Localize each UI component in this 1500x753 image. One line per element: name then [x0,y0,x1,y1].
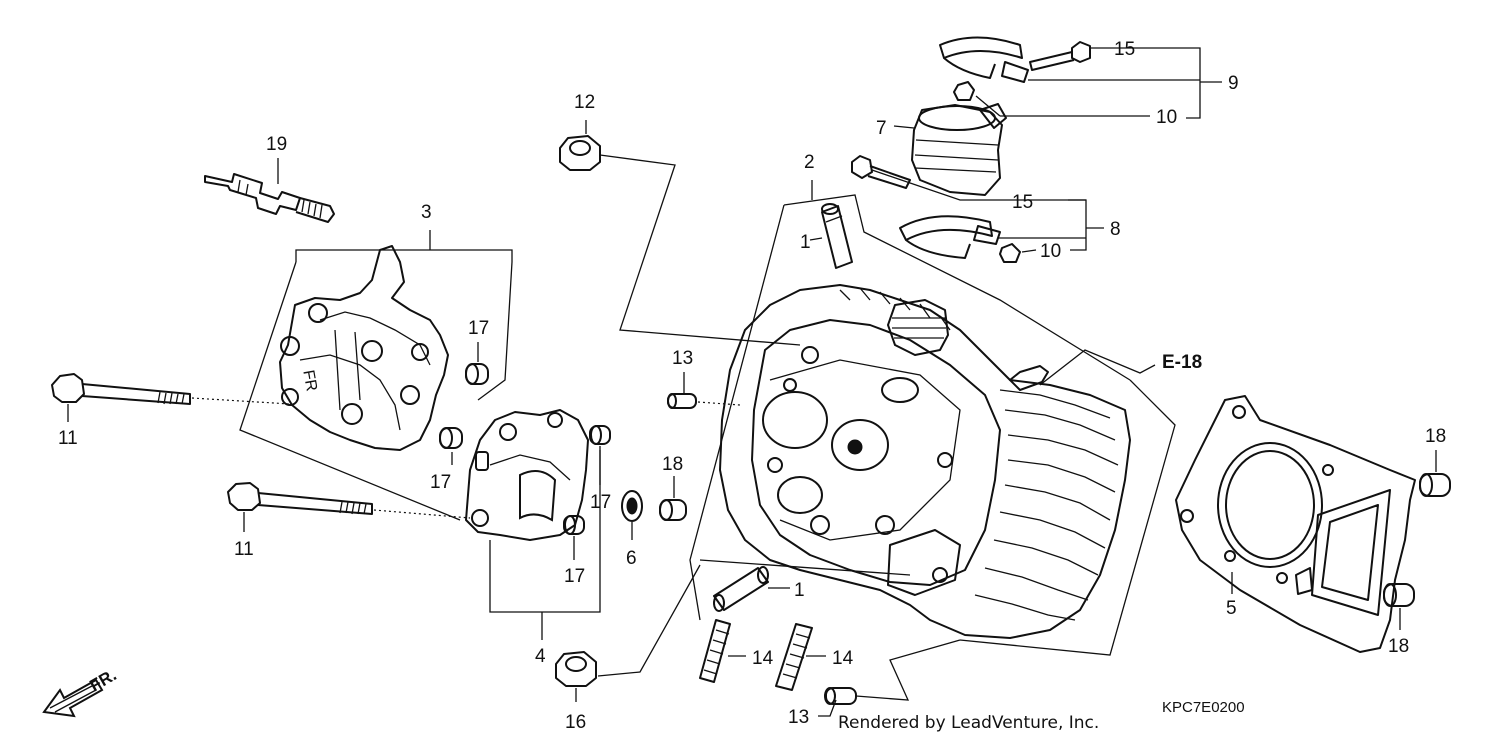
callout-18-right-upper[interactable]: 18 [1425,426,1446,447]
dowel-pin-17b[interactable] [439,427,463,449]
callout-9[interactable]: 9 [1228,73,1239,94]
callout-13-lower[interactable]: 13 [788,707,809,728]
callout-5[interactable]: 5 [1226,598,1237,619]
dowel-upper-1[interactable] [821,203,853,269]
spark-plug[interactable] [204,173,335,223]
front-direction-label: FR. [87,665,120,695]
callout-8[interactable]: 8 [1110,219,1121,240]
callout-7[interactable]: 7 [876,118,887,139]
cylinder-head[interactable] [719,284,1131,639]
dowel-pin-17d[interactable] [563,515,585,535]
reference-e18-link[interactable]: E-18 [1162,352,1202,373]
callout-17-right[interactable]: 17 [590,492,611,513]
head-gasket[interactable] [1175,395,1416,653]
diagram-code: KPC7E0200 [1162,699,1245,716]
dowel-lower-1[interactable] [713,566,769,612]
fr-stamp: FR [299,369,319,393]
dowel-pin-17c[interactable] [589,425,611,445]
bracket-3 [295,249,513,262]
e18-leader [1039,349,1156,386]
clamp-screw-lower[interactable] [851,155,911,189]
intake-clamp-upper[interactable] [939,36,1029,83]
callout-18-right-lower[interactable]: 18 [1388,636,1409,657]
bracket-3-side [239,261,461,521]
intake-clamp-lower[interactable] [899,215,1001,259]
callout-14-right[interactable]: 14 [832,648,854,669]
callout-3[interactable]: 3 [421,202,432,223]
callout-15-upper[interactable]: 15 [1114,39,1135,60]
callout-2[interactable]: 2 [804,152,815,173]
callout-17-top[interactable]: 17 [468,318,489,339]
dowel-pin-18-right-upper[interactable] [1419,473,1451,497]
camshaft-holder[interactable]: FR [279,245,449,451]
render-credit: Rendered by LeadVenture, Inc. [838,713,1099,733]
callout-1-upper[interactable]: 1 [800,232,811,253]
intake-insulator[interactable] [911,103,1007,196]
callout-13-upper[interactable]: 13 [672,348,693,369]
callout-4[interactable]: 4 [535,646,546,667]
dowel-pin-18-middle[interactable] [659,499,687,521]
dowel-pin-18-right-lower[interactable] [1383,583,1415,607]
callout-18-middle[interactable]: 18 [662,454,683,475]
bracket-4 [489,450,601,613]
callout-11-lower[interactable]: 11 [234,539,254,560]
bracket-2 [783,194,1131,381]
callout-6[interactable]: 6 [626,548,637,569]
callout-10-upper[interactable]: 10 [1156,107,1177,128]
sealing-washer[interactable] [621,490,643,522]
callout-16[interactable]: 16 [565,712,586,733]
stud-bolt-14b[interactable] [775,623,813,691]
clamp-screw-upper[interactable] [1029,41,1091,71]
cap-nut-16[interactable] [555,651,597,687]
bracket-9 [1090,47,1201,119]
clamp-nut-lower[interactable] [999,243,1021,263]
callout-15-lower[interactable]: 15 [1012,192,1033,213]
callout-19[interactable]: 19 [266,134,287,155]
callout-11-upper[interactable]: 11 [58,428,78,449]
stud-bolt-14a[interactable] [699,619,731,683]
callout-10-lower[interactable]: 10 [1040,241,1061,262]
cap-nut-12[interactable] [559,135,601,171]
dowel-pin-17a[interactable] [465,363,489,385]
long-bolt-lower[interactable] [227,482,373,515]
dowel-pin-13-upper[interactable] [667,393,697,409]
dowel-pin-13-lower[interactable] [824,687,857,705]
lower-camshaft-holder[interactable] [465,409,589,541]
long-bolt-upper[interactable] [51,373,191,405]
callout-17-left[interactable]: 17 [430,472,451,493]
clamp-nut-upper[interactable] [953,81,975,101]
callout-1-lower[interactable]: 1 [794,580,805,601]
callout-14-left[interactable]: 14 [752,648,774,669]
callout-17-bottom[interactable]: 17 [564,566,585,587]
callout-12[interactable]: 12 [574,92,595,113]
front-direction-arrow-icon [42,678,104,718]
